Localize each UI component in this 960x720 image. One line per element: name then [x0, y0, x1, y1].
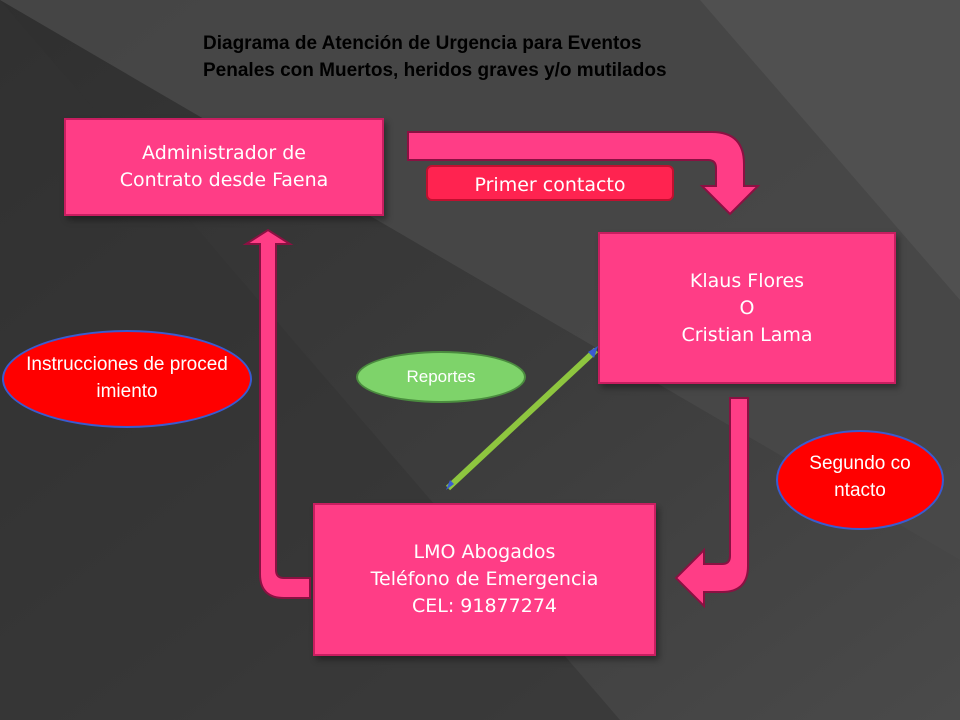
klaus-box-line-2: O: [739, 296, 755, 319]
admin-box-line-1: Administrador de: [142, 142, 306, 164]
klaus-box-line-3: Cristian Lama: [681, 323, 813, 346]
reportes-label: Reportes: [406, 367, 476, 386]
segundo-contacto-label: Segundo contacto: [809, 453, 911, 501]
lmo-box-line-2: Teléfono de Emergencia: [370, 568, 599, 590]
lmo-box-line-1: LMO Abogados: [413, 541, 556, 563]
instrucciones-label: Instrucciones de procedimiento: [26, 354, 228, 402]
klaus-cristian-box: Klaus Flores O Cristian Lama: [598, 232, 896, 384]
lmo-abogados-box: LMO Abogados Teléfono de Emergencia CEL:…: [313, 503, 656, 656]
lmo-box-line-3: CEL: 91877274: [411, 595, 557, 617]
diagram-title: Diagrama de Atención de Urgencia para Ev…: [203, 33, 667, 81]
instrucciones-ellipse: Instrucciones de procedimiento: [2, 330, 252, 428]
admin-contract-box: Administrador de Contrato desde Faena: [64, 118, 384, 216]
reportes-ellipse: Reportes: [356, 351, 526, 403]
klaus-box-line-1: Klaus Flores: [689, 269, 805, 292]
admin-box-line-2: Contrato desde Faena: [119, 169, 329, 191]
reportes-line-tail: [446, 480, 454, 490]
primer-contacto-label: Primer contacto: [426, 165, 674, 201]
arrow-klaus-to-lmo: [674, 397, 749, 609]
reportes-line: [445, 347, 599, 491]
arrow-admin-to-klaus: [407, 131, 761, 216]
arrow-lmo-to-admin: [242, 228, 311, 599]
reportes-line-arrowhead: [588, 346, 598, 358]
segundo-contacto-ellipse: Segundo contacto: [776, 430, 944, 530]
